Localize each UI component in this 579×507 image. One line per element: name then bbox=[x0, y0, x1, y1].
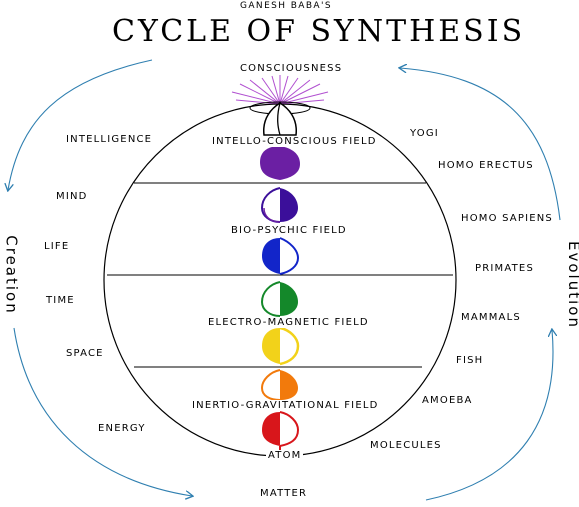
red-chakra bbox=[262, 412, 280, 446]
right-label-fish: Fish bbox=[456, 355, 484, 366]
bottom-label-matter: Matter bbox=[260, 488, 308, 499]
field-label-intello-conscious: Intello-Conscious Field bbox=[210, 136, 379, 147]
right-label-homo-sapiens: Homo Sapiens bbox=[461, 213, 553, 224]
side-label-creation: Creation bbox=[2, 235, 21, 315]
right-label-yogi: Yogi bbox=[410, 128, 439, 139]
page-title: Cycle of Synthesis bbox=[112, 14, 526, 49]
crown-lotus bbox=[263, 102, 297, 136]
violet-chakra bbox=[260, 146, 280, 180]
green-chakra bbox=[280, 282, 298, 316]
left-label-life: Life bbox=[44, 241, 70, 252]
creation-arrow-bottom bbox=[13, 327, 192, 496]
left-label-energy: Energy bbox=[98, 423, 146, 434]
left-label-space: Space bbox=[66, 348, 104, 359]
right-label-molecules: Molecules bbox=[370, 440, 442, 451]
evolution-arrow-bottom bbox=[425, 330, 553, 501]
right-label-amoeba: Amoeba bbox=[422, 395, 473, 406]
evolution-arrow-top bbox=[400, 68, 561, 221]
subtitle: Ganesh Baba's bbox=[240, 1, 332, 11]
crown-rays bbox=[231, 75, 329, 105]
field-label-bio-psychic: Bio-Psychic Field bbox=[229, 225, 349, 236]
creation-arrow-top bbox=[8, 59, 153, 190]
orange-chakra bbox=[280, 370, 298, 400]
right-label-homo-erectus: Homo Erectus bbox=[438, 160, 534, 171]
right-label-mammals: Mammals bbox=[461, 312, 521, 323]
field-label-atom: Atom bbox=[266, 450, 304, 461]
indigo-chakra bbox=[280, 188, 298, 222]
yellow-chakra bbox=[262, 328, 280, 364]
top-label-consciousness: Consciousness bbox=[240, 63, 343, 74]
left-label-mind: Mind bbox=[56, 191, 88, 202]
right-label-primates: Primates bbox=[475, 263, 534, 274]
side-label-evolution: Evolution bbox=[564, 241, 579, 329]
left-label-time: Time bbox=[46, 295, 75, 306]
chakra-column bbox=[260, 102, 300, 452]
field-label-inertio-gravitational: Inertio-Gravitational Field bbox=[190, 400, 381, 411]
field-label-electro-magnetic: Electro-Magnetic Field bbox=[206, 317, 371, 328]
left-label-intelligence: Intelligence bbox=[66, 134, 153, 145]
blue-chakra bbox=[262, 238, 280, 274]
